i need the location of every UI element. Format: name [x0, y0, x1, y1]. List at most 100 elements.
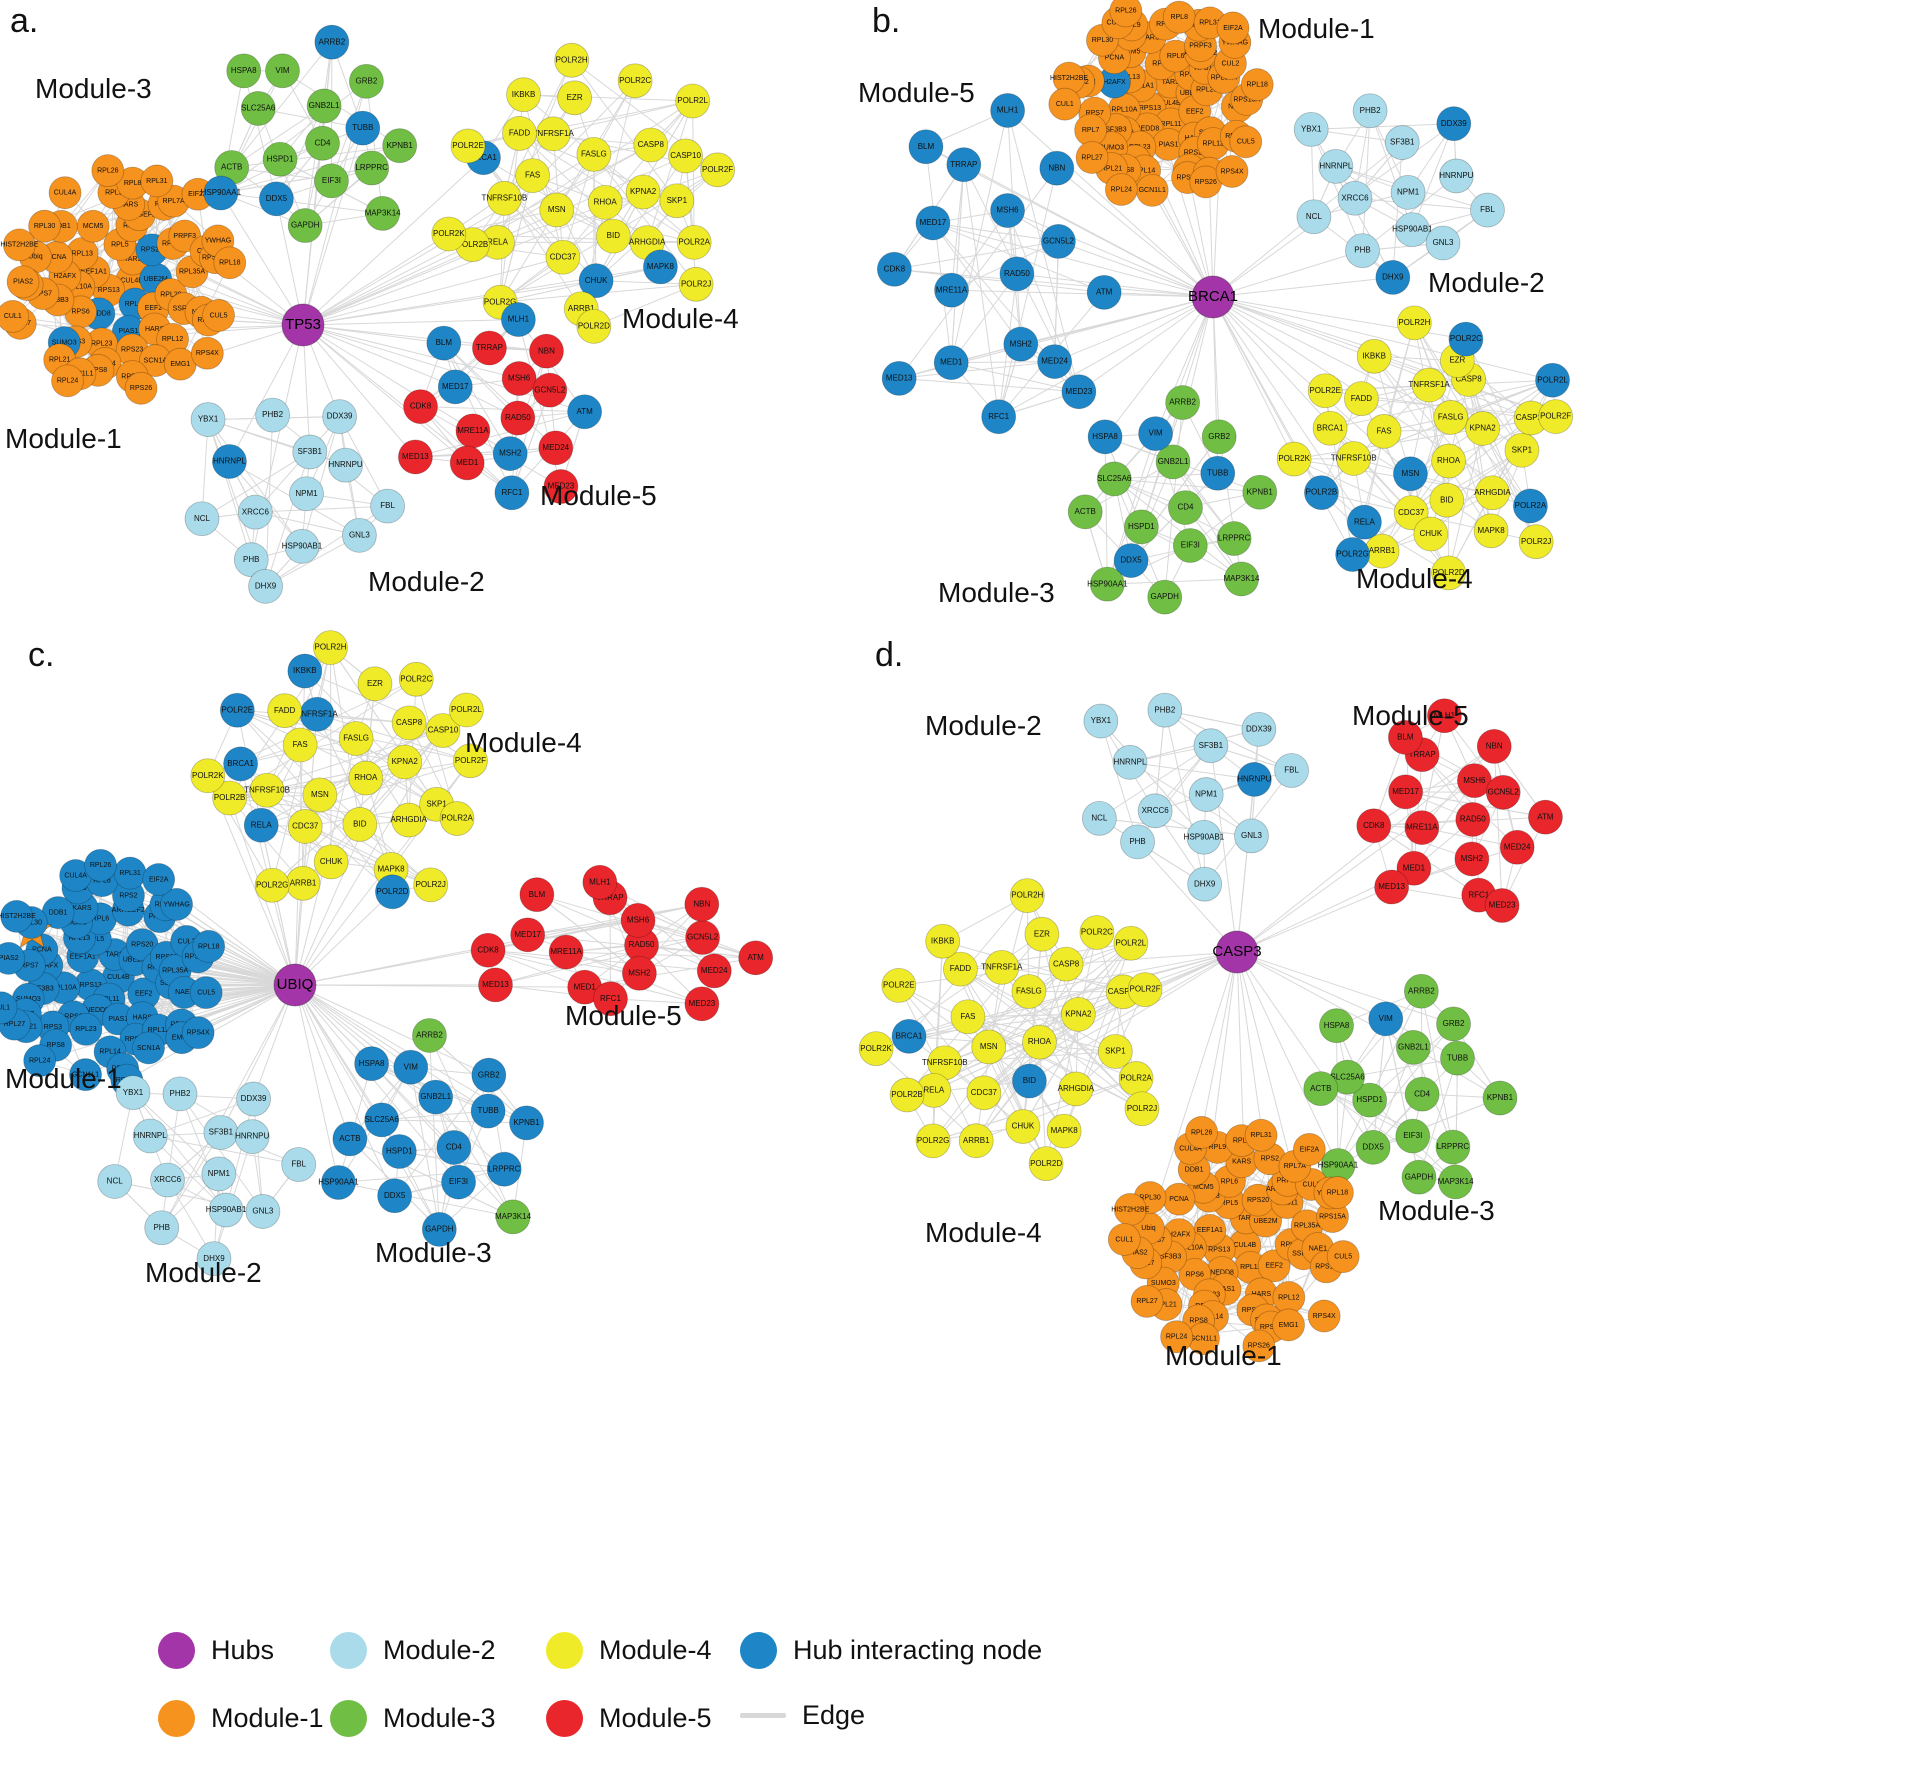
node-label: ARRB2: [1408, 986, 1435, 995]
edge: [1320, 1088, 1454, 1148]
node-label: MED24: [1041, 357, 1068, 366]
node-label: CDK8: [410, 402, 432, 411]
edge: [967, 1016, 1077, 1090]
node-label: MED24: [701, 966, 728, 975]
node-label: EIF2A: [1223, 25, 1243, 32]
hub-edge: [1236, 951, 1339, 1166]
node-label: BRCA1: [470, 153, 497, 162]
node-label: RPS6: [1186, 1271, 1204, 1278]
edge: [1164, 709, 1292, 771]
hub-edge: [294, 984, 351, 1140]
node-label: RPL11: [125, 301, 146, 308]
node-label: RPL18: [219, 260, 241, 267]
node-PIAS2: [6, 265, 40, 299]
node-label: VIM: [1379, 1014, 1394, 1023]
node-label: FADD: [1351, 394, 1373, 403]
node-label: TNFRSF1A: [533, 129, 575, 138]
node-SF3B1: [292, 434, 328, 470]
node-label: MED23: [1066, 387, 1093, 396]
node-HNRNPL: [212, 444, 247, 479]
edge: [150, 1135, 299, 1166]
node-label: PIAS1: [1215, 1286, 1235, 1293]
node-label: SUMO3: [1099, 144, 1124, 151]
node-label: RPS2: [1261, 1156, 1279, 1163]
node-label: POLR2J: [416, 880, 446, 889]
node-label: BRCA1: [896, 1031, 923, 1040]
node-POLR2C: [617, 63, 653, 99]
edge: [1007, 110, 1080, 392]
node-label: RPS13: [1139, 105, 1161, 112]
node-HSPD1: [1352, 1082, 1388, 1118]
node-label: GCN5L2: [1488, 787, 1520, 796]
edge: [593, 283, 697, 327]
node-CHUK: [313, 844, 349, 880]
node-label: CDC37: [971, 1088, 998, 1097]
node-label: RPL5: [1221, 1200, 1239, 1207]
module-label: Module-5: [1352, 700, 1469, 731]
node-label: MSH6: [1463, 776, 1486, 785]
node-label: MLH1: [589, 877, 611, 886]
node-label: PHB: [1354, 246, 1370, 255]
node-BLM: [426, 325, 462, 361]
node-label: MCM5: [66, 919, 87, 926]
node-NBN: [1476, 729, 1512, 764]
node-POLR2D: [1431, 555, 1466, 591]
node-label: POLR2G: [1336, 550, 1368, 559]
node-label: TARS: [1162, 79, 1180, 86]
node-label: BLM: [529, 890, 546, 899]
node-label: RPL12: [1278, 1294, 1300, 1301]
node-DHX9: [248, 568, 283, 604]
node-label: RFC1: [501, 488, 522, 497]
hub-edge: [1212, 276, 1393, 298]
node-GCN5L2: [1041, 224, 1076, 259]
node-SLC25A6: [240, 91, 276, 126]
node-HSPA8: [1319, 1008, 1354, 1044]
node-POLR2F: [1538, 399, 1574, 434]
node-SF3B1: [1384, 125, 1420, 160]
node-label: RPL7A: [1284, 1163, 1307, 1170]
node-NBN: [1039, 150, 1075, 186]
node-label: SCN1A: [144, 357, 168, 364]
node-label: RPL27: [1081, 154, 1103, 161]
node-RPL26: [1185, 1116, 1219, 1149]
node-TRRAP: [946, 147, 982, 183]
node-POLR2B: [889, 1077, 925, 1113]
node-label: PIAS1: [118, 328, 138, 335]
module-label: Module-2: [145, 1257, 262, 1288]
node-label: ARHGDIA: [1474, 488, 1511, 497]
node-label: HSP90AB1: [206, 1205, 247, 1214]
node-label: XRCC6: [242, 507, 270, 516]
edge: [207, 419, 303, 547]
edge: [483, 157, 564, 258]
node-label: EMG1: [1279, 1322, 1299, 1329]
node-label: CASP10: [1108, 987, 1139, 996]
node-BLM: [908, 129, 944, 165]
node-RPL23: [69, 1012, 103, 1046]
node-label: TRRAP: [596, 893, 623, 902]
edge: [330, 647, 438, 805]
node-label: RPL9: [1209, 1144, 1227, 1151]
node-label: GNB2L1: [420, 1092, 451, 1101]
node-KPNA2: [625, 174, 661, 210]
edge: [899, 361, 1055, 379]
node-label: CD4: [446, 1143, 463, 1152]
node-RAD50: [1455, 802, 1491, 837]
node-label: RPL31: [119, 870, 141, 877]
edge: [1421, 754, 1518, 848]
node-MED24: [1037, 344, 1073, 379]
edge: [1372, 1097, 1501, 1148]
node-HNRNPU: [328, 447, 363, 483]
node-label: POLR2D: [376, 887, 408, 896]
edge: [1311, 123, 1454, 130]
edge: [495, 937, 703, 986]
module-label: Module-2: [368, 566, 485, 597]
node-label: RPL11: [1240, 1264, 1261, 1271]
node-label: RPL14: [1134, 168, 1156, 175]
node-POLR2L: [1113, 925, 1149, 961]
node-label: POLR2C: [1081, 928, 1113, 937]
edge: [1373, 745, 1495, 827]
node-CD4: [1168, 490, 1203, 525]
node-label: POLR2B: [1306, 488, 1338, 497]
node-RPS4X: [190, 336, 224, 370]
